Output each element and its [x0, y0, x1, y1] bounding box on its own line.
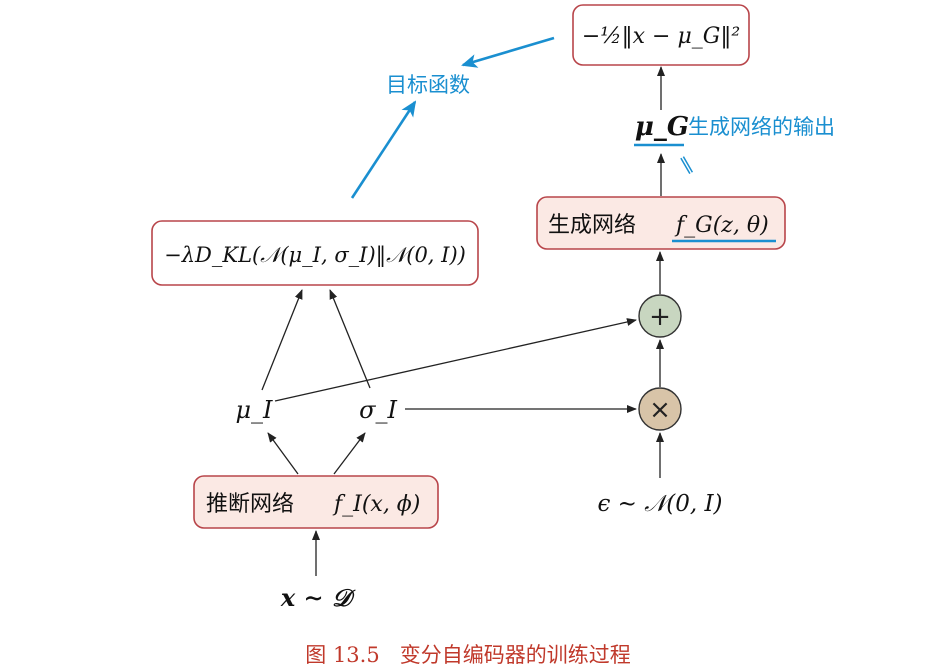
plus-node: +: [638, 294, 682, 338]
reconstruction-term-box: −½‖x − μ_G‖²: [572, 4, 750, 66]
plus-symbol: +: [649, 302, 671, 332]
arrow-sigma-to-kl: [329, 289, 371, 389]
generator-formula: f_G(z, θ): [674, 213, 769, 238]
times-symbol: ×: [649, 395, 671, 425]
generator-label: 生成网络: [548, 213, 636, 238]
generator-output-annotation: μ_G 生成网络的输出 ‖: [634, 112, 835, 176]
arrow-mu-to-plus: [274, 318, 637, 402]
objective-arrow-from-kl: [350, 100, 417, 199]
figure-caption: 图 13.5 变分自编码器的训练过程: [305, 643, 630, 667]
noise-input: ϵ ∼ 𝒩(0, I): [597, 491, 722, 517]
generator-network-box: 生成网络 f_G(z, θ): [536, 196, 786, 250]
inference-formula: f_I(x, ϕ): [332, 492, 420, 517]
kl-term: −λD_KL(𝒩(μ_I, σ_I)‖𝒩(0, I)): [164, 243, 466, 268]
data-input: x ∼ 𝒟: [280, 583, 356, 612]
arrow-inference-to-mu: [267, 432, 299, 475]
inference-network-box: 推断网络 f_I(x, ϕ): [193, 475, 439, 529]
generator-output-symbol: μ_G: [635, 112, 689, 142]
objective-arrow-from-recon: [461, 36, 555, 68]
arrow-mu-to-kl: [261, 289, 303, 391]
sigma-i: σ_I: [359, 396, 397, 424]
objective-label: 目标函数: [386, 73, 470, 97]
objective-annotation: 目标函数: [350, 36, 555, 199]
kl-term-box: −λD_KL(𝒩(μ_I, σ_I)‖𝒩(0, I)): [151, 220, 479, 286]
arrow-inference-to-sigma: [333, 432, 366, 475]
times-node: ×: [638, 387, 682, 431]
generator-output-label: 生成网络的输出: [688, 115, 835, 139]
inference-label: 推断网络: [206, 492, 294, 517]
equals-mark: ‖: [677, 153, 695, 176]
mu-i: μ_I: [235, 396, 273, 424]
reconstruction-term: −½‖x − μ_G‖²: [582, 24, 740, 49]
